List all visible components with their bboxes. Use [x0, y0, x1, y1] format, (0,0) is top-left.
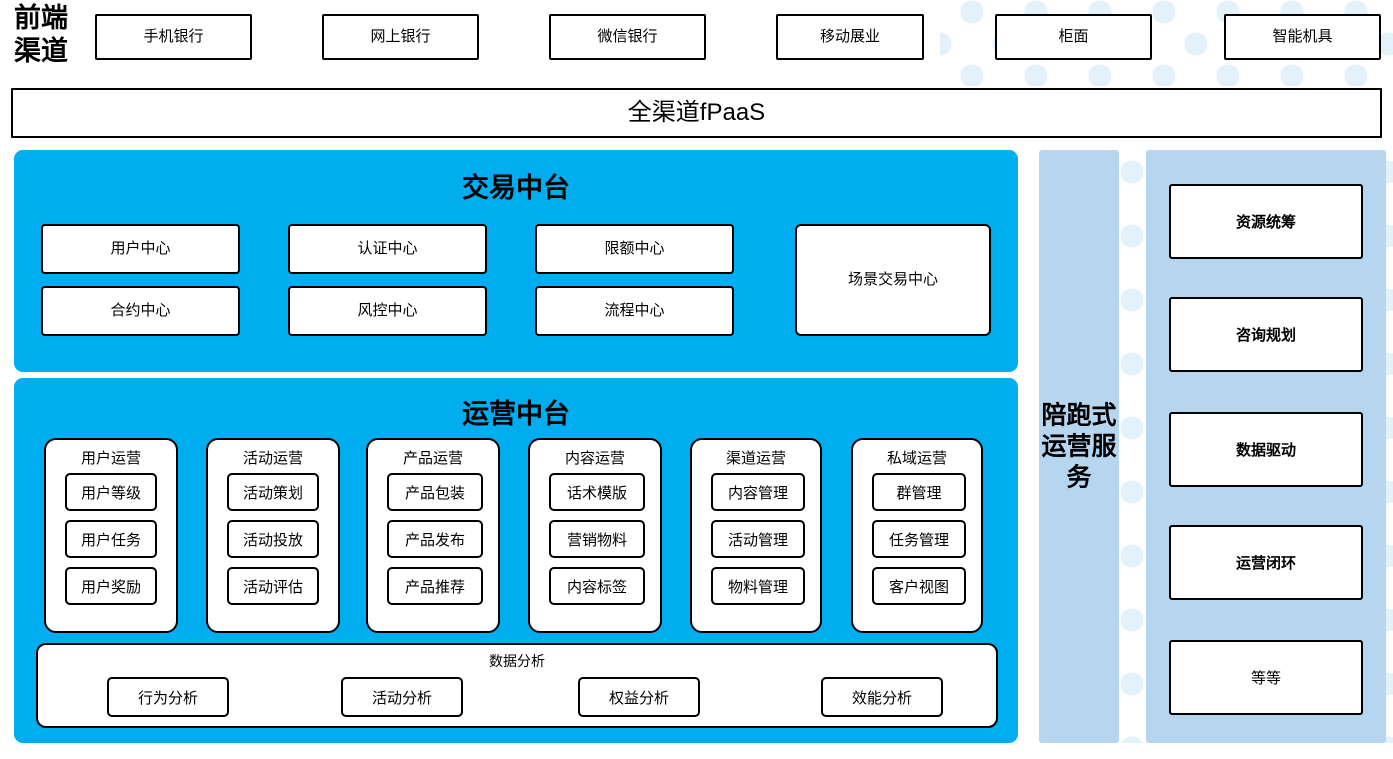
data-analysis-box[interactable]: 数据分析 行为分析 活动分析 权益分析 效能分析: [36, 643, 998, 728]
capability-panel: 资源统筹 咨询规划 数据驱动 运营闭环 等等: [1146, 150, 1386, 743]
trade-box-label: 合约中心: [110, 302, 171, 320]
accompanying-service-label: 陪跑式运营服务: [1041, 401, 1117, 491]
ops-column-title: 内容运营: [564, 450, 625, 467]
channel-label: 移动展业: [819, 28, 880, 46]
capability-card-data-driven[interactable]: 数据驱动: [1169, 412, 1363, 487]
trade-box-label: 认证中心: [357, 240, 418, 258]
ops-column-title: 活动运营: [242, 450, 303, 467]
ops-item[interactable]: 物料管理: [711, 567, 805, 605]
channel-box-mobile-business[interactable]: 移动展业: [776, 14, 924, 60]
omnichannel-fpaas-bar[interactable]: 全渠道fPaaS: [11, 88, 1382, 138]
data-analysis-item[interactable]: 活动分析: [341, 677, 463, 717]
channel-box-wechat-bank[interactable]: 微信银行: [549, 14, 706, 60]
trade-center-title: 交易中台: [462, 173, 570, 203]
capability-card-etc[interactable]: 等等: [1169, 640, 1363, 715]
trade-box-scenario-trade-center[interactable]: 场景交易中心: [795, 224, 991, 336]
ops-item[interactable]: 群管理: [872, 473, 966, 511]
ops-item[interactable]: 产品发布: [387, 520, 483, 558]
ops-item[interactable]: 任务管理: [872, 520, 966, 558]
ops-item[interactable]: 活动评估: [227, 567, 319, 605]
trade-box-label: 风控中心: [357, 302, 418, 320]
ops-column-title: 用户运营: [80, 450, 141, 467]
frontend-channel-label: 前端渠道: [14, 3, 68, 66]
channel-label: 智能机具: [1272, 28, 1333, 46]
data-analysis-title: 数据分析: [489, 653, 545, 669]
ops-item[interactable]: 用户等级: [65, 473, 157, 511]
ops-item[interactable]: 活动投放: [227, 520, 319, 558]
trade-box-contract-center[interactable]: 合约中心: [41, 286, 240, 336]
data-analysis-item[interactable]: 效能分析: [821, 677, 943, 717]
trade-box-limit-center[interactable]: 限额中心: [535, 224, 734, 274]
data-analysis-item[interactable]: 行为分析: [107, 677, 229, 717]
dot-mask-bottom: [0, 743, 1393, 759]
data-analysis-item[interactable]: 权益分析: [578, 677, 700, 717]
ops-item[interactable]: 产品包装: [387, 473, 483, 511]
channel-label: 柜面: [1058, 28, 1089, 46]
channel-box-online-bank[interactable]: 网上银行: [322, 14, 479, 60]
trade-box-label: 流程中心: [604, 302, 665, 320]
trade-box-auth-center[interactable]: 认证中心: [288, 224, 487, 274]
ops-column-title: 渠道运营: [725, 450, 786, 467]
ops-item[interactable]: 用户任务: [65, 520, 157, 558]
ops-column-private-domain[interactable]: 私域运营 群管理 任务管理 客户视图: [851, 438, 983, 633]
ops-item[interactable]: 营销物料: [549, 520, 645, 558]
ops-item[interactable]: 话术模版: [549, 473, 645, 511]
ops-column-title: 私域运营: [886, 450, 947, 467]
ops-column-product[interactable]: 产品运营 产品包装 产品发布 产品推荐: [366, 438, 500, 633]
channel-label: 微信银行: [597, 28, 658, 46]
channel-label: 网上银行: [370, 28, 431, 46]
ops-column-user[interactable]: 用户运营 用户等级 用户任务 用户奖励: [44, 438, 178, 633]
ops-item[interactable]: 活动管理: [711, 520, 805, 558]
trade-box-risk-center[interactable]: 风控中心: [288, 286, 487, 336]
ops-column-channel[interactable]: 渠道运营 内容管理 活动管理 物料管理: [690, 438, 822, 633]
ops-column-title: 产品运营: [402, 450, 463, 467]
ops-item[interactable]: 产品推荐: [387, 567, 483, 605]
capability-card-ops-loop[interactable]: 运营闭环: [1169, 525, 1363, 600]
ops-item[interactable]: 内容标签: [549, 567, 645, 605]
ops-item[interactable]: 用户奖励: [65, 567, 157, 605]
accompanying-service-panel: 陪跑式运营服务: [1039, 150, 1119, 743]
trade-box-user-center[interactable]: 用户中心: [41, 224, 240, 274]
ops-column-content[interactable]: 内容运营 话术模版 营销物料 内容标签: [528, 438, 662, 633]
trade-center-panel: 交易中台 用户中心 认证中心 限额中心 合约中心 风控中心 流程中心 场景交易中…: [14, 150, 1018, 372]
ops-center-title: 运营中台: [462, 399, 570, 429]
channel-box-counter[interactable]: 柜面: [995, 14, 1152, 60]
ops-item[interactable]: 内容管理: [711, 473, 805, 511]
ops-item[interactable]: 活动策划: [227, 473, 319, 511]
channel-box-smart-machine[interactable]: 智能机具: [1224, 14, 1381, 60]
ops-item[interactable]: 客户视图: [872, 567, 966, 605]
trade-box-label: 用户中心: [110, 240, 171, 258]
trade-box-process-center[interactable]: 流程中心: [535, 286, 734, 336]
ops-column-campaign[interactable]: 活动运营 活动策划 活动投放 活动评估: [206, 438, 340, 633]
channel-box-mobile-bank[interactable]: 手机银行: [95, 14, 252, 60]
channel-label: 手机银行: [143, 28, 204, 46]
fpaas-label: 全渠道fPaaS: [627, 99, 766, 127]
trade-box-label: 限额中心: [604, 240, 665, 258]
capability-card-resource[interactable]: 资源统筹: [1169, 184, 1363, 259]
trade-box-label: 场景交易中心: [847, 271, 938, 289]
capability-card-consulting[interactable]: 咨询规划: [1169, 297, 1363, 372]
